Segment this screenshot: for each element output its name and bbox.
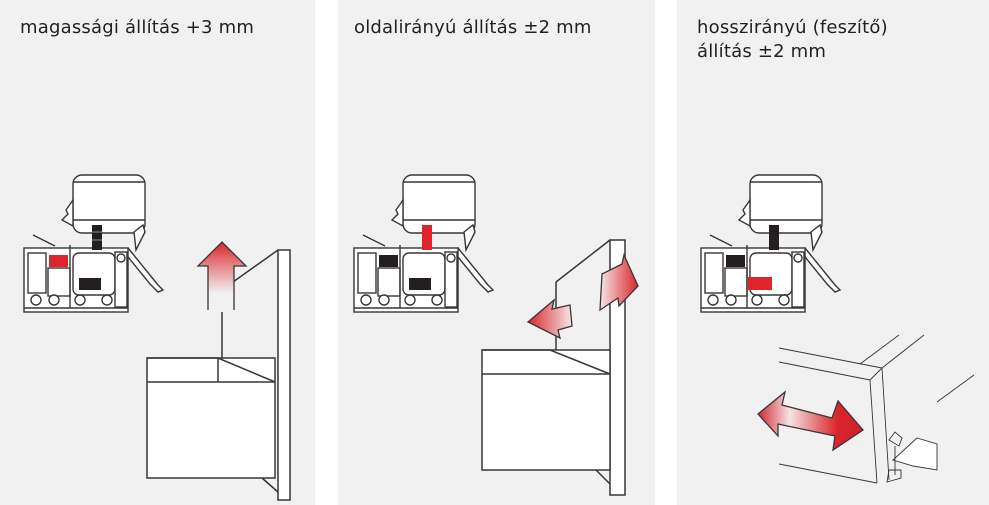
depth-gear: [79, 278, 101, 290]
arrow-up-icon: [196, 241, 248, 310]
drawer: [146, 249, 291, 501]
panel-title: hosszirányú (feszítő) állítás ±2 mm: [697, 16, 888, 64]
side-adjustment-illustration: [353, 174, 639, 496]
drawer-perspective: [778, 334, 975, 484]
double-arrow-icon: [757, 390, 864, 452]
panel-side-adjustment: oldalirányú állítás ±2 mm: [338, 0, 655, 505]
side-screw: [769, 225, 779, 250]
depth-gear: [409, 278, 431, 290]
side-adjust-screw: [422, 225, 432, 250]
arrow-left-icon: [526, 298, 573, 340]
height-wheel: [726, 255, 745, 267]
height-adjustment-illustration: [23, 174, 291, 501]
depth-adjust-gear: [748, 277, 772, 290]
drawer: [481, 239, 626, 496]
depth-adjustment-illustration: [700, 174, 975, 484]
height-wheel: [379, 255, 398, 267]
height-adjust-wheel: [49, 255, 68, 267]
title-line-2: állítás ±2 mm: [697, 41, 827, 62]
arrow-right-icon: [599, 252, 639, 312]
panel-title: oldalirányú állítás ±2 mm: [354, 17, 592, 38]
panel-depth-adjustment: hosszirányú (feszítő) állítás ±2 mm: [677, 0, 989, 505]
title-line-1: hosszirányú (feszítő): [697, 17, 888, 38]
adjust-screw: [92, 225, 102, 250]
panel-title: magassági állítás +3 mm: [20, 17, 255, 38]
panel-height-adjustment: magassági állítás +3 mm: [0, 0, 315, 505]
